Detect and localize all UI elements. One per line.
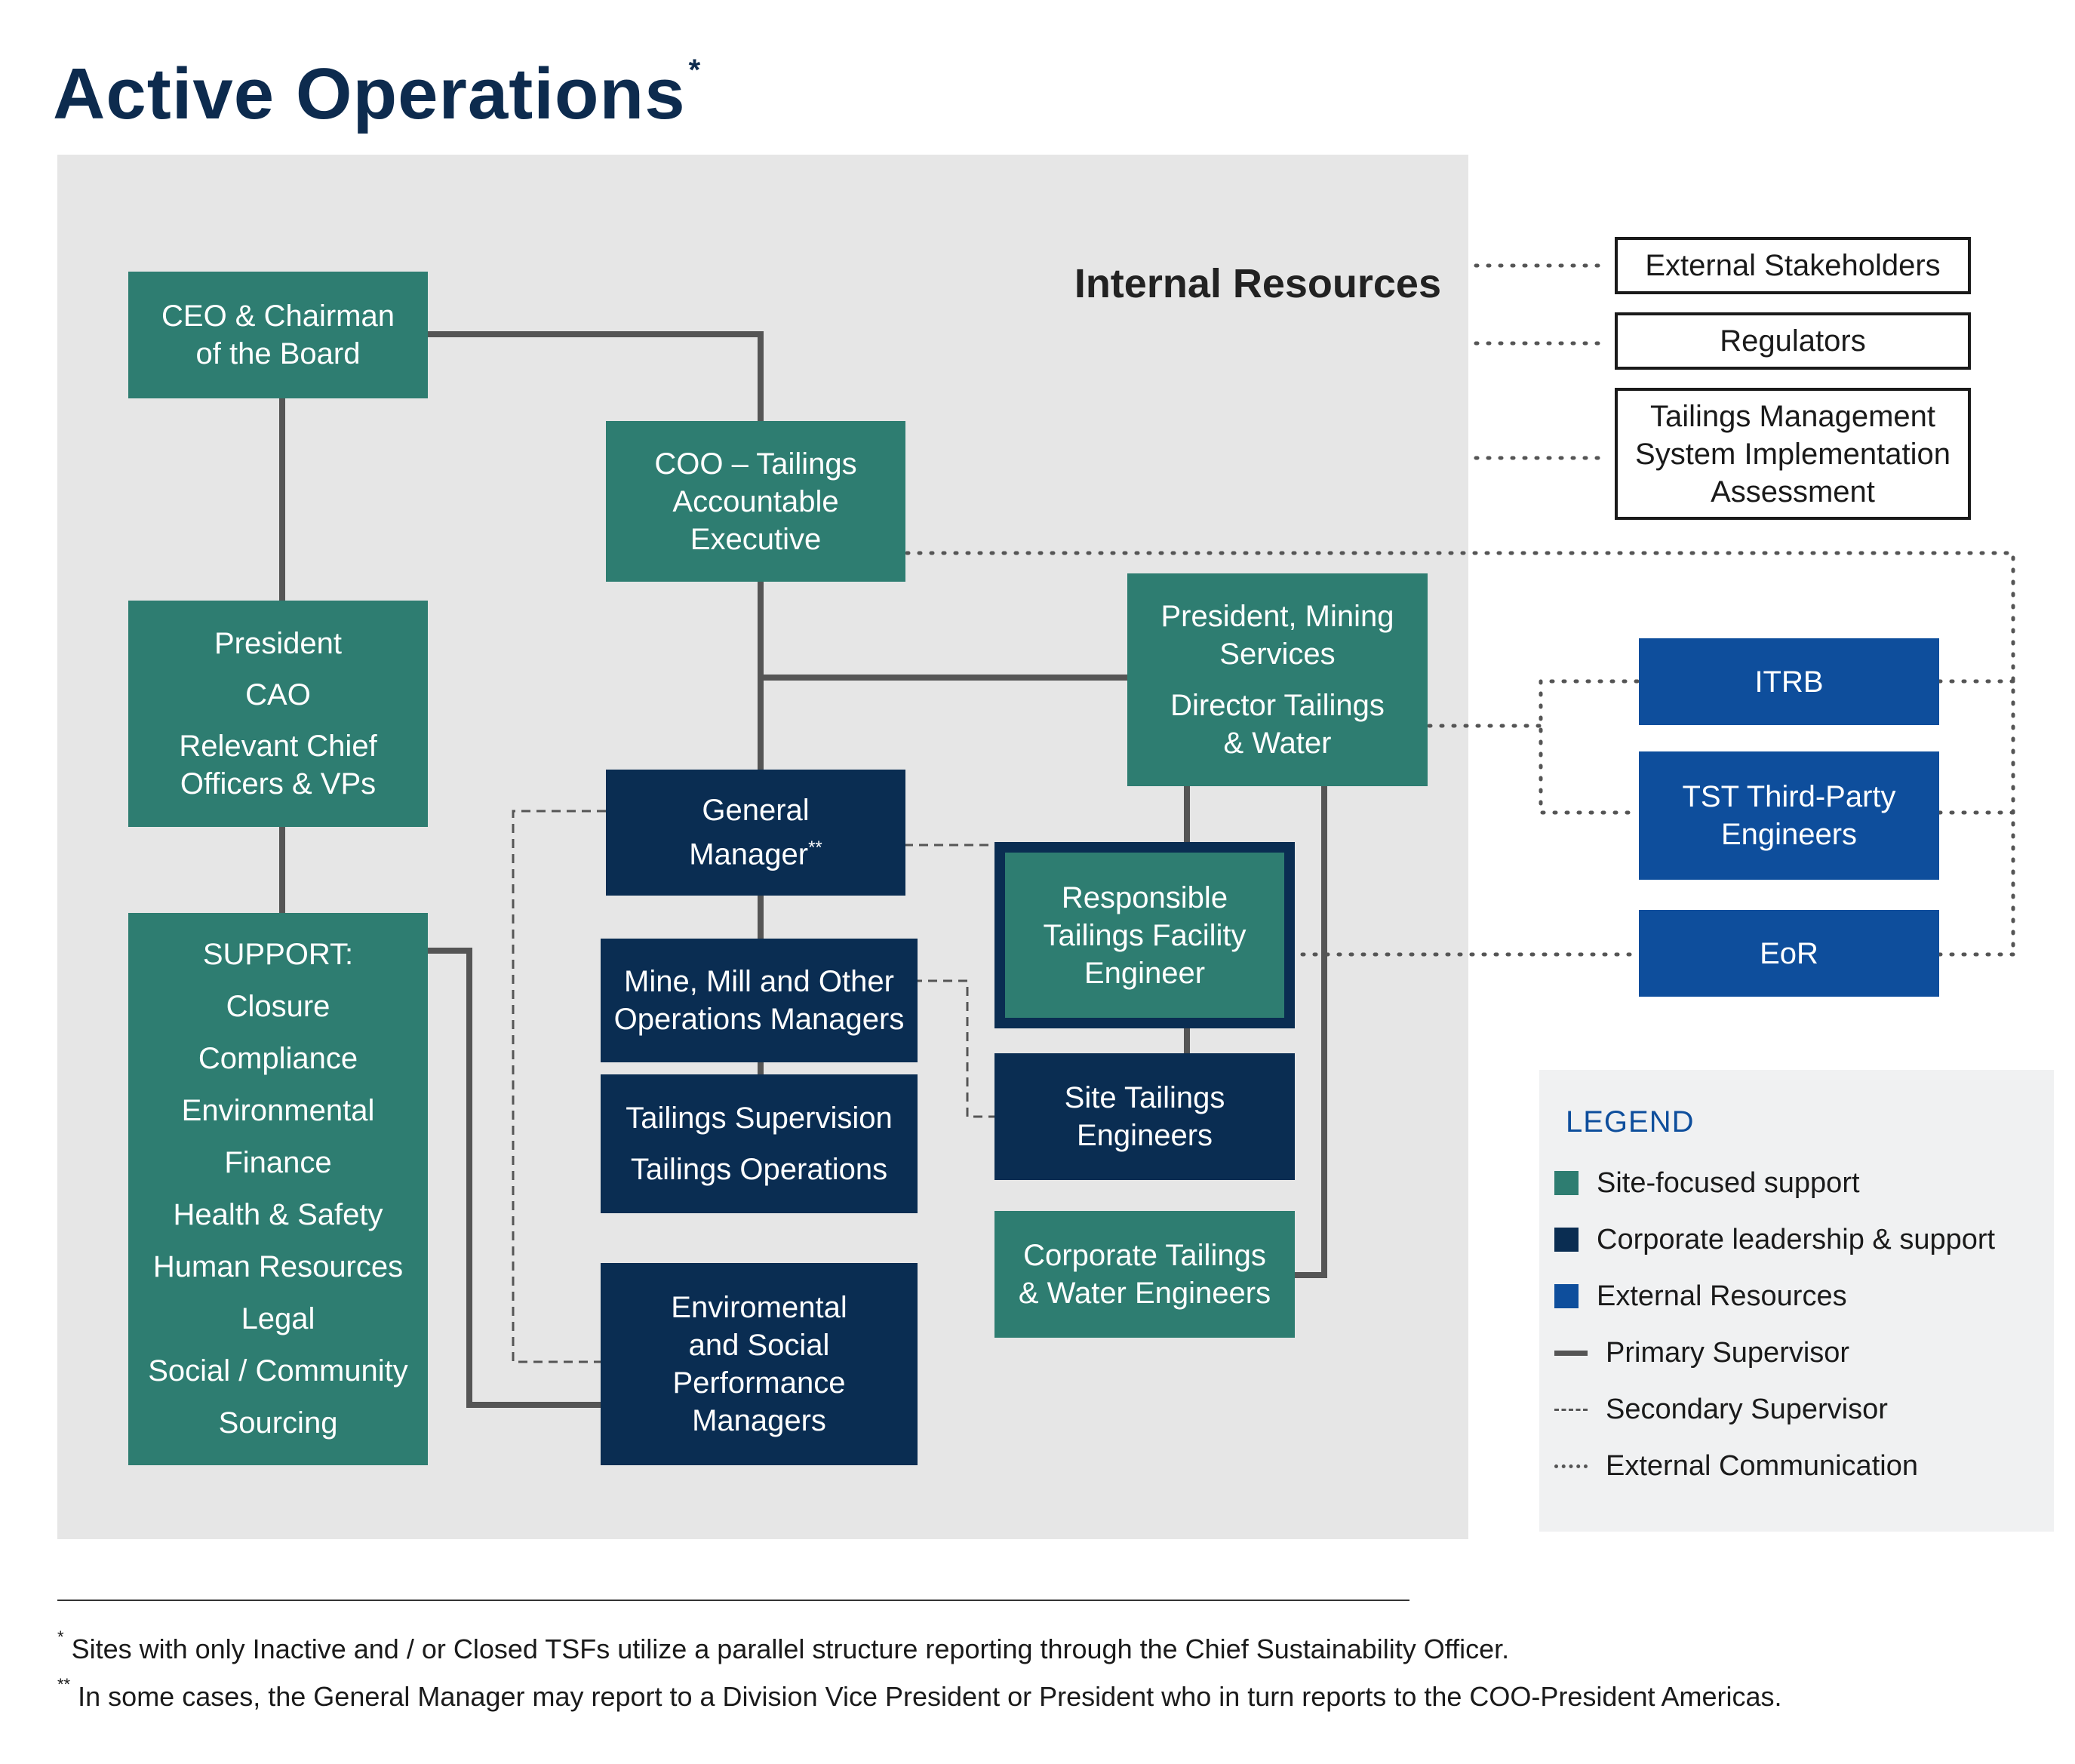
footer-divider (57, 1600, 1409, 1601)
line-support-envsocial (426, 948, 601, 1408)
eor-box: EoR (1639, 910, 1939, 997)
external-stakeholders-box: External Stakeholders (1615, 237, 1971, 294)
page-title: Active Operations* (53, 54, 702, 134)
corporate-tailings-water-engineers-box: Corporate Tailings& Water Engineers (994, 1211, 1295, 1338)
solid-line-icon (1554, 1350, 1588, 1356)
legend-item-external-communication: External Communication (1554, 1443, 1918, 1489)
legend-item-primary-supervisor: Primary Supervisor (1554, 1330, 1849, 1375)
dash-gm-envsocial (512, 810, 606, 1363)
legend-item-site-focused: Site-focused support (1554, 1160, 1860, 1206)
legend-title: LEGEND (1566, 1105, 1695, 1139)
line-presmining-corptailings (1290, 785, 1327, 1278)
teal-swatch-icon (1554, 1171, 1579, 1195)
itrb-box: ITRB (1639, 638, 1939, 725)
dashed-line-icon (1554, 1408, 1588, 1411)
blue-swatch-icon (1554, 1284, 1579, 1308)
footnote-1: * Sites with only Inactive and / or Clos… (57, 1627, 1510, 1664)
legend-item-external: External Resources (1554, 1274, 1847, 1319)
general-manager-box: General Manager** (606, 770, 905, 896)
line-ceo-coo (426, 331, 764, 421)
navy-swatch-icon (1554, 1228, 1579, 1252)
legend-item-secondary-supervisor: Secondary Supervisor (1554, 1387, 1888, 1432)
legend-item-corporate: Corporate leadership & support (1554, 1217, 1995, 1262)
dash-minemill-sitetailings (913, 979, 994, 1118)
president-cao-box: President CAO Relevant Chief Officers & … (128, 601, 428, 827)
regulators-box: Regulators (1615, 312, 1971, 370)
footnote-2: ** In some cases, the General Manager ma… (57, 1675, 1782, 1712)
dot-bracket (1539, 679, 1640, 815)
internal-resources-title: Internal Resources (1074, 261, 1441, 306)
legend-panel (1539, 1070, 2054, 1532)
tailings-supervision-box: Tailings Supervision Tailings Operations (601, 1074, 918, 1213)
dotted-line-icon (1554, 1464, 1588, 1468)
